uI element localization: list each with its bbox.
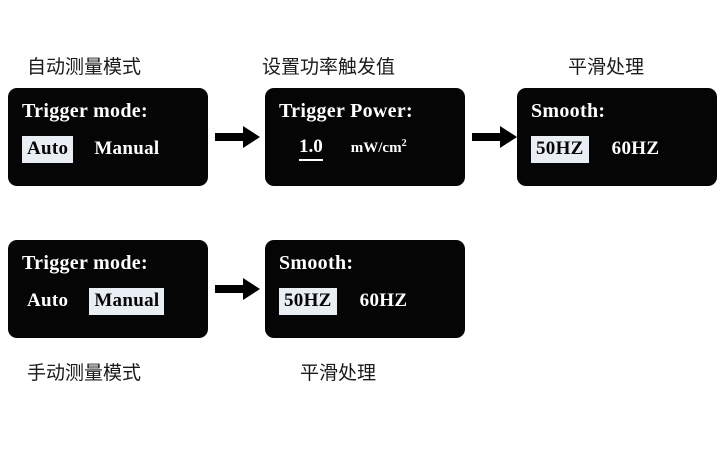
arrow-shaft — [472, 133, 502, 141]
option-60hz[interactable]: 60HZ — [359, 290, 408, 311]
unit-text: mW/cm — [350, 140, 402, 156]
screen-trigger-power: Trigger Power: 1.0 mW/cm2 — [265, 88, 465, 186]
caption-manual-mode: 手动测量模式 — [27, 363, 142, 384]
screen-trigger-mode-auto: Trigger mode: Auto Manual — [8, 88, 208, 186]
right-arrow-icon-3 — [215, 278, 261, 300]
option-manual[interactable]: Manual — [89, 288, 165, 315]
option-row: 50HZ 60HZ — [279, 288, 412, 315]
option-row: Auto Manual — [22, 136, 164, 163]
option-row: Auto Manual — [22, 288, 165, 315]
option-auto[interactable]: Auto — [22, 136, 74, 163]
screen-smooth-top: Smooth: 50HZ 60HZ — [517, 88, 717, 186]
screen-title: Trigger mode: — [22, 100, 148, 122]
right-arrow-icon-2 — [472, 126, 518, 148]
screen-title: Smooth: — [531, 100, 606, 122]
option-50hz[interactable]: 50HZ — [279, 288, 337, 315]
screen-title: Trigger Power: — [279, 100, 413, 122]
unit-exponent: 2 — [401, 138, 407, 149]
arrow-head — [243, 278, 260, 300]
right-arrow-icon-1 — [215, 126, 261, 148]
option-row: 50HZ 60HZ — [531, 136, 664, 163]
arrow-head — [243, 126, 260, 148]
screen-trigger-mode-manual: Trigger mode: Auto Manual — [8, 240, 208, 338]
screen-title: Smooth: — [279, 252, 354, 274]
caption-smooth-top: 平滑处理 — [568, 57, 645, 78]
arrow-shaft — [215, 133, 245, 141]
option-auto[interactable]: Auto — [27, 290, 69, 311]
option-50hz[interactable]: 50HZ — [531, 136, 589, 163]
caption-auto-mode: 自动测量模式 — [27, 57, 142, 78]
value-row: 1.0 mW/cm2 — [299, 136, 407, 161]
option-manual[interactable]: Manual — [94, 138, 160, 159]
caption-smooth-bottom: 平滑处理 — [300, 363, 377, 384]
option-60hz[interactable]: 60HZ — [611, 138, 660, 159]
screen-title: Trigger mode: — [22, 252, 148, 274]
arrow-head — [500, 126, 517, 148]
trigger-power-unit: mW/cm2 — [351, 138, 407, 157]
trigger-power-value[interactable]: 1.0 — [299, 136, 323, 161]
screen-smooth-bottom: Smooth: 50HZ 60HZ — [265, 240, 465, 338]
arrow-shaft — [215, 285, 245, 293]
caption-set-trigger-power: 设置功率触发值 — [262, 57, 396, 78]
